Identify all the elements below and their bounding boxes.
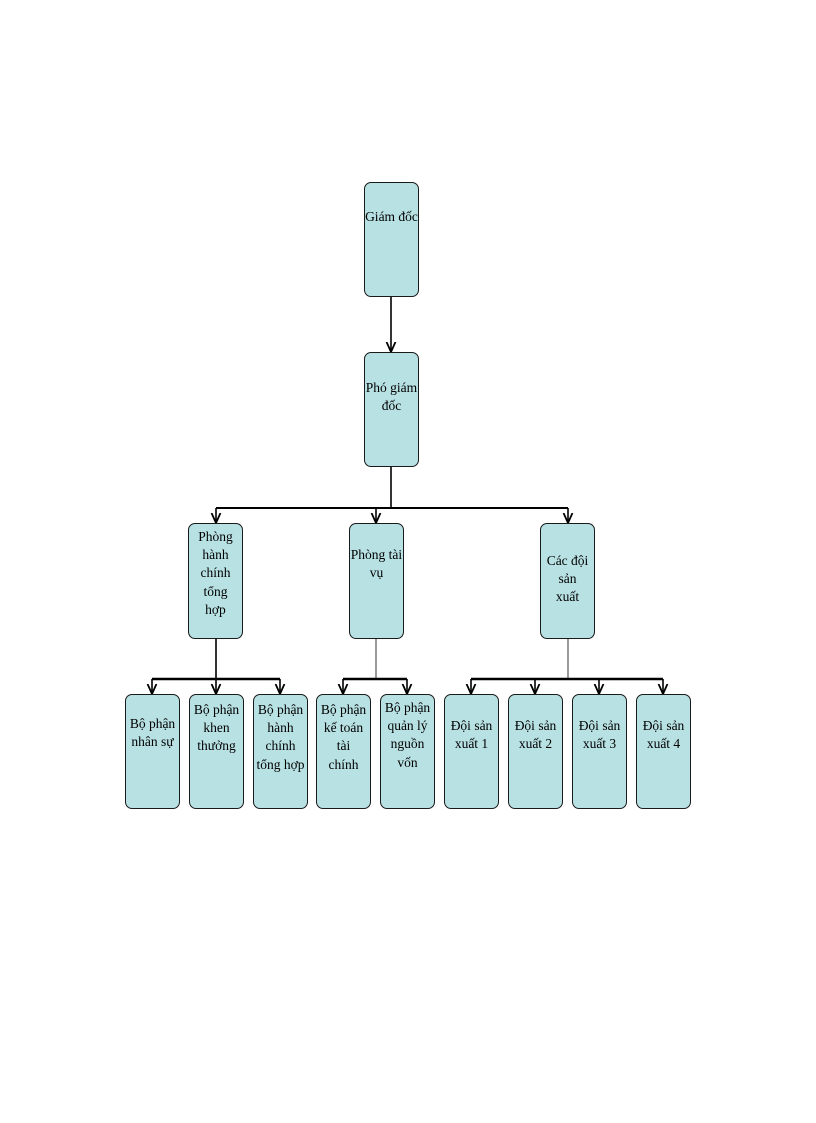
node-capital-unit: Bộ phận quản lý nguồn vốn — [380, 694, 435, 809]
node-hr-unit-label: Bộ phận nhân sự — [129, 716, 176, 750]
node-finance-office-label: Phòng tài vụ — [350, 547, 403, 581]
node-deputy-director-label: Phó giám đốc — [365, 380, 418, 414]
node-general-admin-unit-label: Bộ phận hành chính tổng hợp — [256, 702, 305, 772]
node-admin-office-label: Phòng hành chính tổng hợp — [198, 529, 233, 617]
node-hr-unit: Bộ phận nhân sự — [125, 694, 180, 809]
node-team-4-label: Đội sản xuất 4 — [642, 718, 685, 752]
node-production-teams-label: Các đội sản xuất — [546, 553, 589, 605]
node-director: Giám đốc — [364, 182, 419, 297]
node-deputy-director: Phó giám đốc — [364, 352, 419, 467]
node-team-3-label: Đội sản xuất 3 — [578, 718, 621, 752]
node-team-1: Đội sản xuất 1 — [444, 694, 499, 809]
node-admin-office: Phòng hành chính tổng hợp — [188, 523, 243, 639]
node-team-1-label: Đội sản xuất 1 — [450, 718, 493, 752]
node-reward-unit-label: Bộ phận khen thưởng — [193, 702, 240, 754]
node-general-admin-unit: Bộ phận hành chính tổng hợp — [253, 694, 308, 809]
node-team-2: Đội sản xuất 2 — [508, 694, 563, 809]
node-accounting-unit: Bộ phận kế toán tài chính — [316, 694, 371, 809]
node-director-label: Giám đốc — [365, 209, 418, 224]
node-accounting-unit-label: Bộ phận kế toán tài chính — [320, 702, 367, 772]
node-team-4: Đội sản xuất 4 — [636, 694, 691, 809]
node-team-3: Đội sản xuất 3 — [572, 694, 627, 809]
node-production-teams: Các đội sản xuất — [540, 523, 595, 639]
node-capital-unit-label: Bộ phận quản lý nguồn vốn — [384, 700, 431, 770]
node-finance-office: Phòng tài vụ — [349, 523, 404, 639]
node-reward-unit: Bộ phận khen thưởng — [189, 694, 244, 809]
node-team-2-label: Đội sản xuất 2 — [514, 718, 557, 752]
